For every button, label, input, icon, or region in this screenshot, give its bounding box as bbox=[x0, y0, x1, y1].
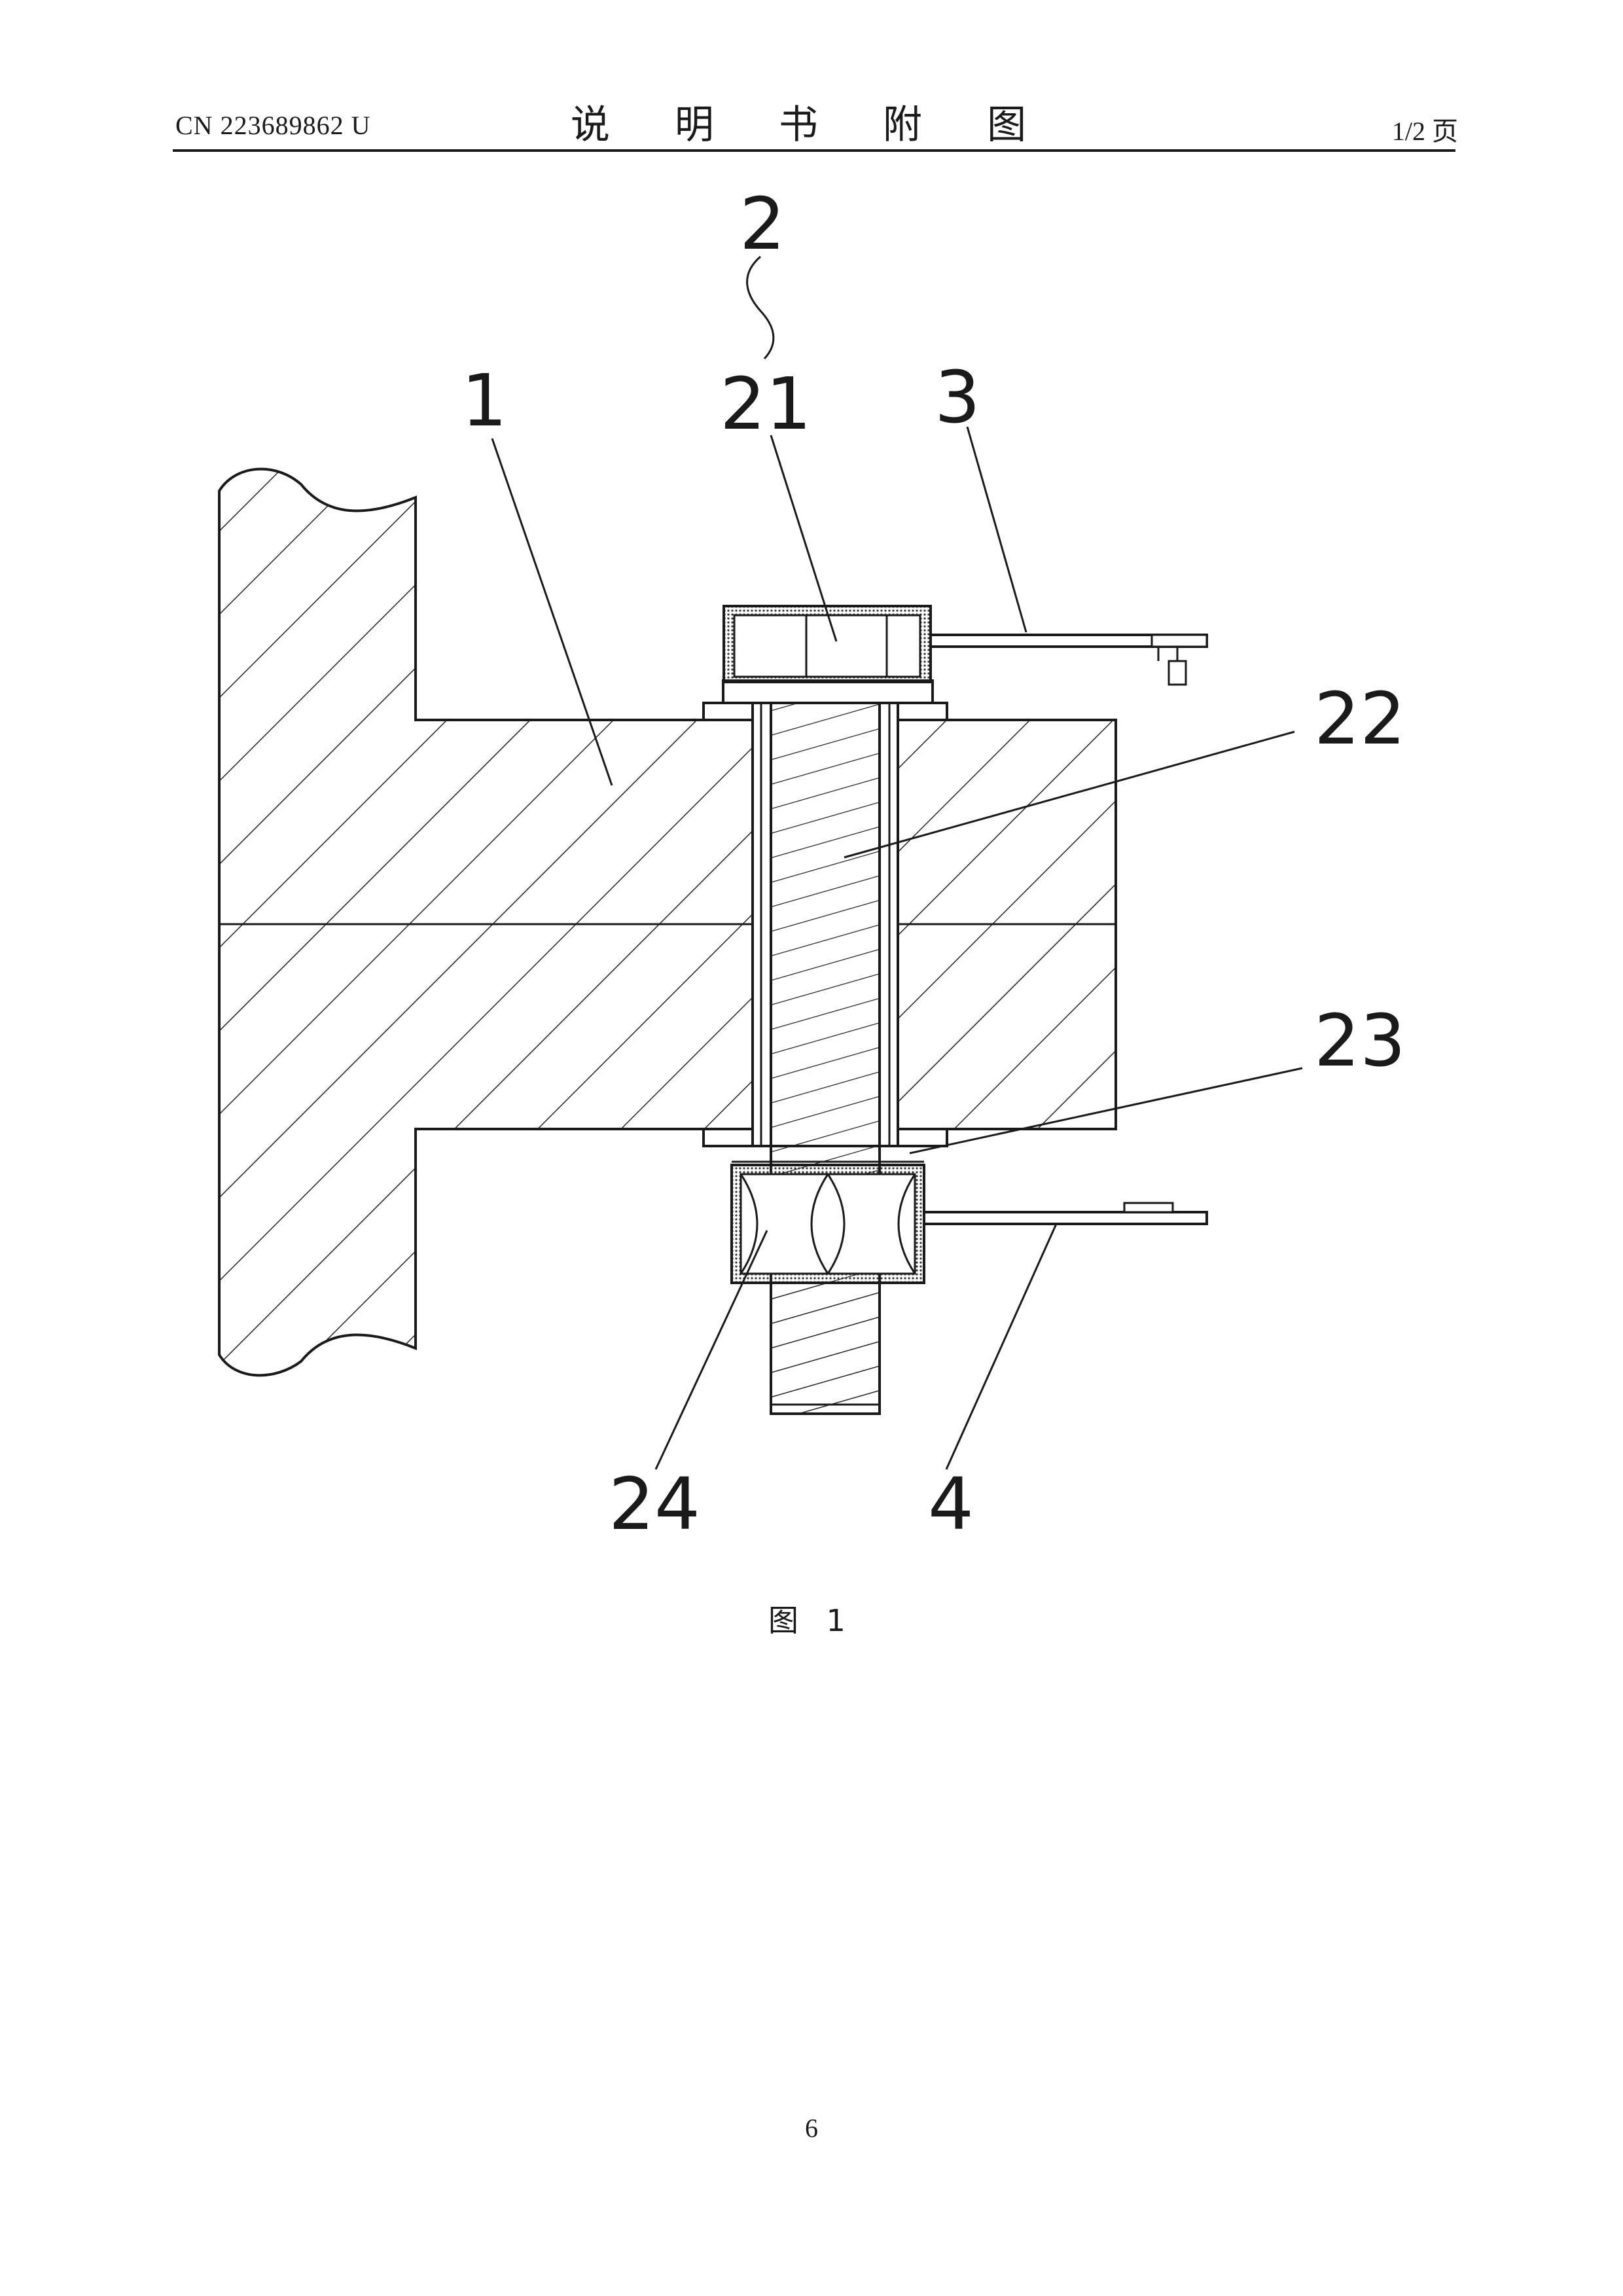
figure-caption: 图 1 bbox=[0, 1597, 1623, 1640]
part-24-nut bbox=[732, 1162, 924, 1283]
reference-label-24: 24 bbox=[609, 1462, 700, 1546]
reference-label-4: 4 bbox=[928, 1462, 974, 1546]
part-21-bolt-head bbox=[723, 606, 933, 703]
page-number: 6 bbox=[0, 2113, 1623, 2144]
part-3-lug bbox=[931, 635, 1207, 685]
part-1-body bbox=[219, 469, 1116, 1376]
reference-label-23: 23 bbox=[1314, 999, 1406, 1083]
reference-label-22: 22 bbox=[1314, 677, 1406, 761]
reference-label-1: 1 bbox=[461, 359, 507, 442]
part-4-lug bbox=[924, 1203, 1207, 1224]
reference-label-21: 21 bbox=[720, 362, 812, 446]
reference-label-2: 2 bbox=[740, 182, 785, 266]
reference-label-3: 3 bbox=[935, 355, 980, 439]
